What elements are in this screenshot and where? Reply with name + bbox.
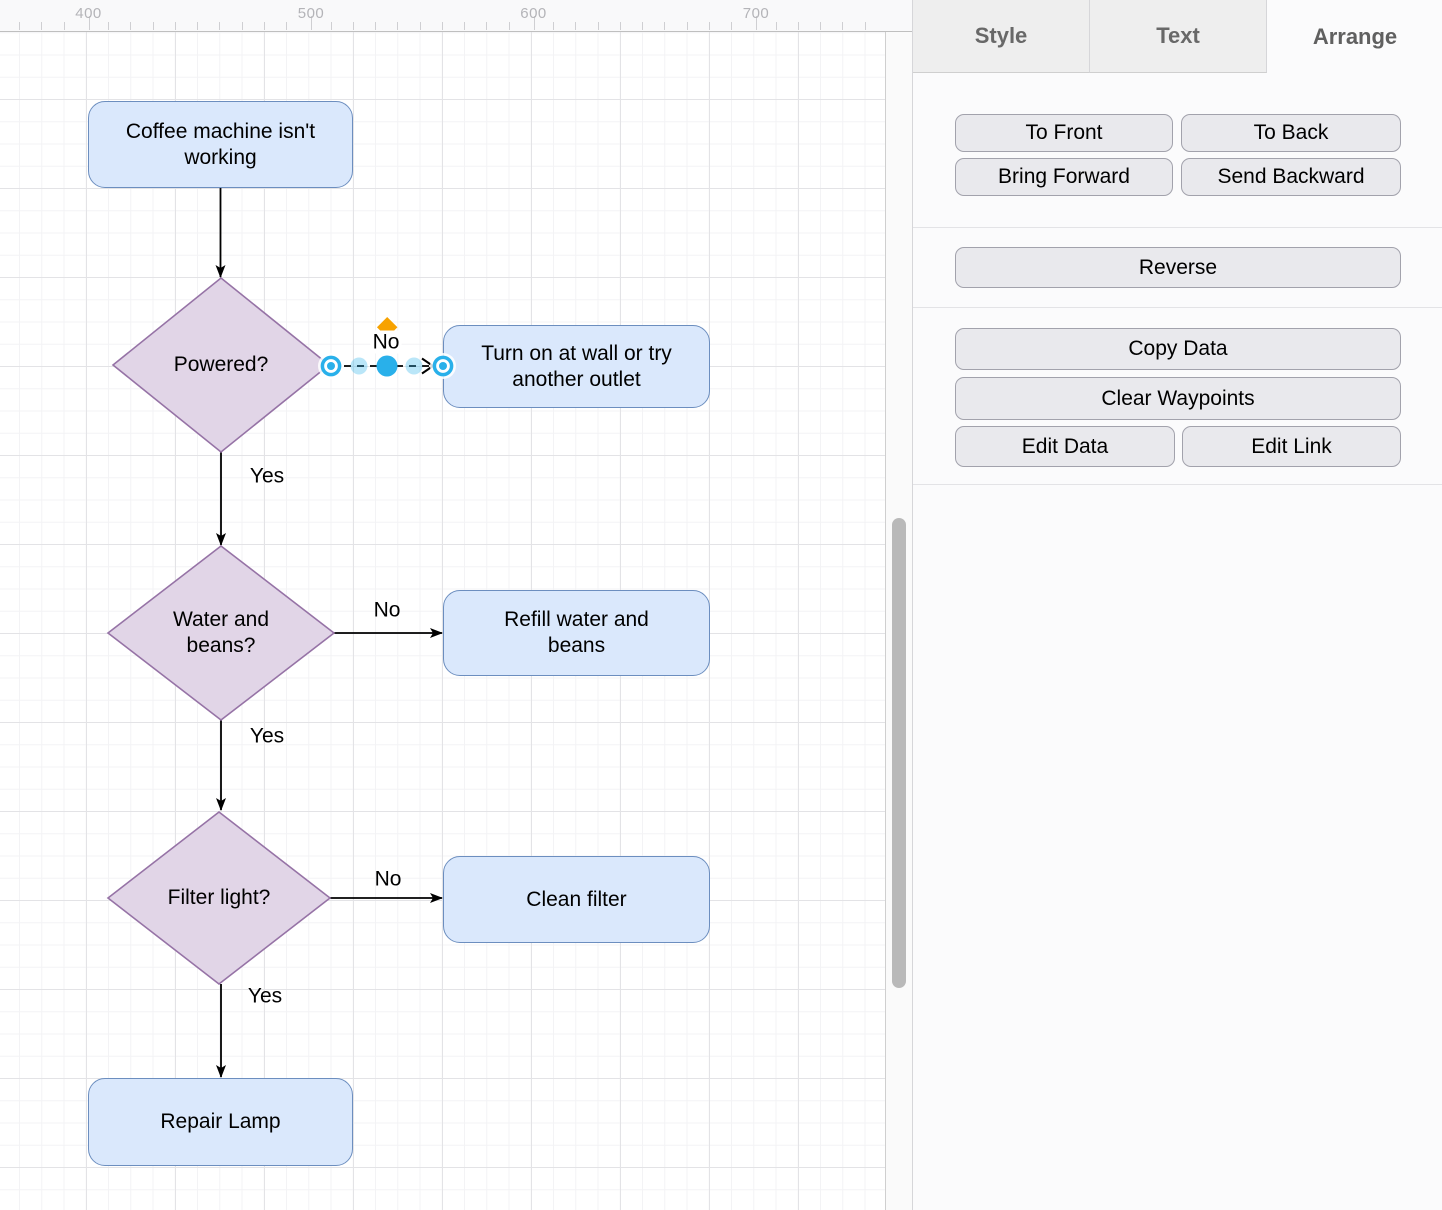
edge-label-filter-yes[interactable]: Yes xyxy=(247,984,283,1008)
edge-virtual-waypoint-icon[interactable] xyxy=(405,357,423,375)
reverse-button[interactable]: Reverse xyxy=(955,247,1401,288)
node-start[interactable]: Coffee machine isn't working xyxy=(88,101,353,188)
ruler-unit-label: 400 xyxy=(75,5,102,22)
edge-label-filter-no[interactable]: No xyxy=(374,867,402,891)
to-back-button[interactable]: To Back xyxy=(1181,114,1401,152)
edge-source-handle-icon[interactable] xyxy=(318,353,344,379)
node-refill-label: Refill water and beans xyxy=(504,608,649,657)
node-powered-label: Powered? xyxy=(173,353,269,376)
node-powered-decision[interactable] xyxy=(111,276,331,454)
ruler-unit-label: 500 xyxy=(297,5,325,22)
format-panel: Style Text Arrange To Front To Back Brin… xyxy=(912,0,1442,1210)
edge-midpoint-handle-icon[interactable] xyxy=(376,355,398,377)
copy-data-button[interactable]: Copy Data xyxy=(955,328,1401,370)
node-water-beans-decision[interactable] xyxy=(106,544,336,722)
edge-label-water-yes[interactable]: Yes xyxy=(249,724,285,748)
ruler-unit-label: 600 xyxy=(520,5,547,22)
clear-waypoints-button[interactable]: Clear Waypoints xyxy=(955,377,1401,420)
node-repair-lamp[interactable]: Repair Lamp xyxy=(88,1078,353,1166)
horizontal-ruler: 400 500 600 700 xyxy=(0,0,912,32)
node-turn-on[interactable]: Turn on at wall or try another outlet xyxy=(443,325,710,408)
edge-label-powered-yes[interactable]: Yes xyxy=(249,464,285,488)
node-water-beans-label: Water and beans? xyxy=(172,608,270,657)
edge-label-water-no[interactable]: No xyxy=(373,598,401,622)
node-filter-light-decision[interactable] xyxy=(106,810,332,986)
edges-layer xyxy=(106,188,443,1078)
to-front-button[interactable]: To Front xyxy=(955,114,1173,152)
node-clean-filter-label: Clean filter xyxy=(526,887,627,911)
node-turn-on-label: Turn on at wall or try another outlet xyxy=(481,341,672,391)
selection-handles-layer xyxy=(318,353,456,379)
ruler-unit-label: 700 xyxy=(742,5,770,22)
edge-target-handle-icon[interactable] xyxy=(430,353,456,379)
node-filter-light-label: Filter light? xyxy=(167,886,271,909)
panel-divider xyxy=(913,227,1442,228)
node-clean-filter[interactable]: Clean filter xyxy=(443,856,710,943)
edge-label-powered-no[interactable]: No xyxy=(370,330,402,354)
node-refill[interactable]: Refill water and beans xyxy=(443,590,710,676)
bring-forward-button[interactable]: Bring Forward xyxy=(955,158,1173,196)
edge-virtual-waypoint-icon[interactable] xyxy=(350,357,368,375)
vertical-scrollbar-thumb[interactable] xyxy=(892,518,906,988)
tab-text[interactable]: Text xyxy=(1090,0,1267,73)
grid-background xyxy=(0,32,886,1210)
send-backward-button[interactable]: Send Backward xyxy=(1181,158,1401,196)
diagram-canvas[interactable]: 400 500 600 700 xyxy=(0,0,912,1210)
tab-style[interactable]: Style xyxy=(913,0,1090,73)
edit-data-button[interactable]: Edit Data xyxy=(955,426,1175,467)
panel-divider xyxy=(913,484,1442,485)
node-repair-lamp-label: Repair Lamp xyxy=(160,1110,281,1133)
tab-arrange[interactable]: Arrange xyxy=(1312,23,1398,49)
node-start-label: Coffee machine isn't working xyxy=(125,119,316,169)
panel-divider xyxy=(913,307,1442,308)
edit-link-button[interactable]: Edit Link xyxy=(1182,426,1401,467)
format-panel-tabs: Style Text Arrange xyxy=(913,0,1442,73)
